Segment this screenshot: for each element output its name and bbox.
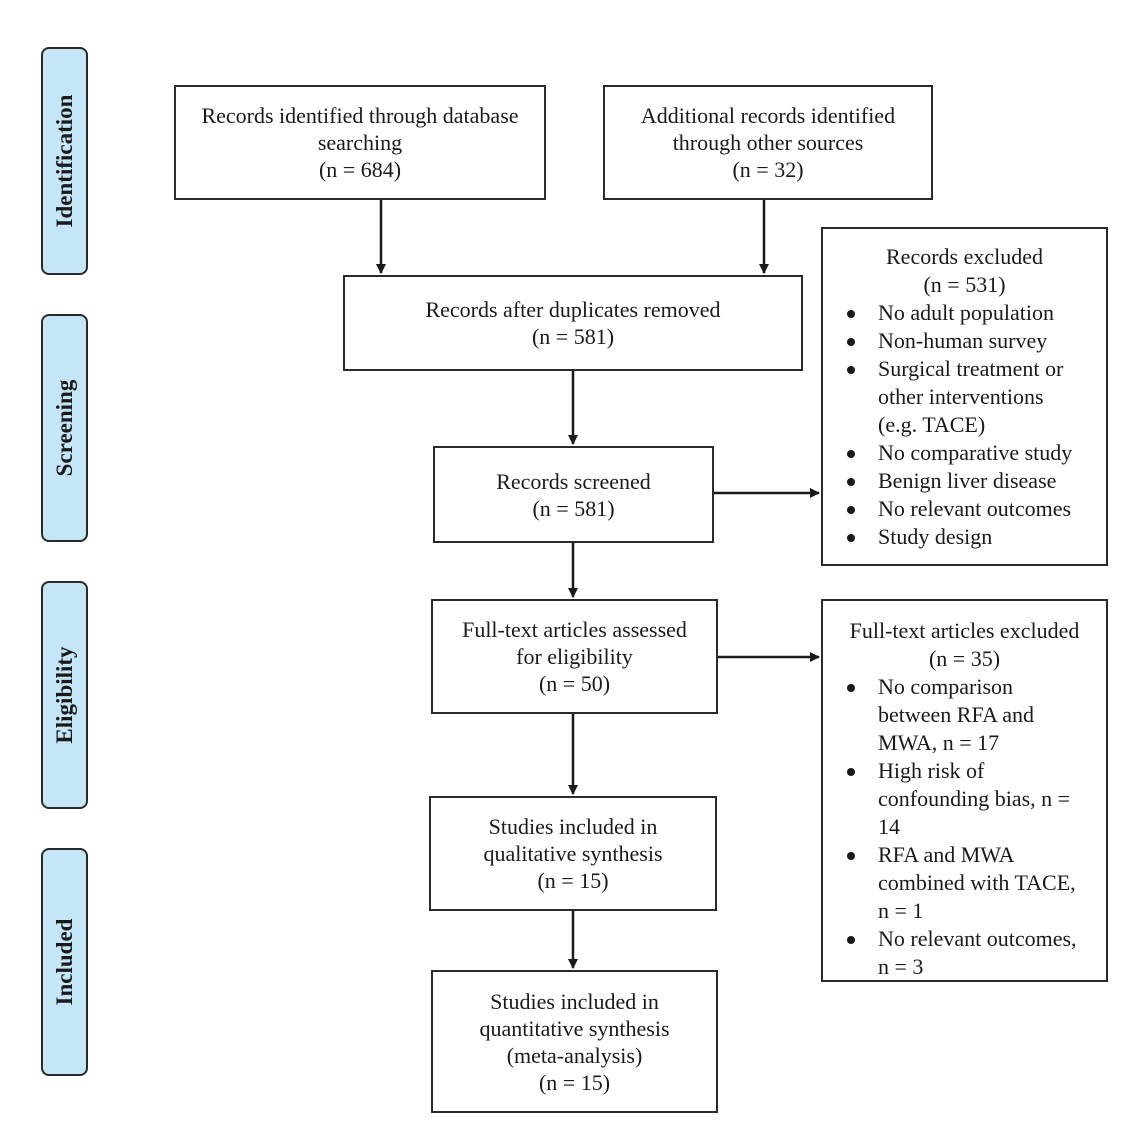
records-screened-count: (n = 581) [532,495,615,521]
bullet-icon [847,506,855,514]
phase-eligibility: Eligibility [41,581,88,809]
list-item: Study design [833,523,1106,551]
records-excluded-count: (n = 531) [923,272,1006,297]
fulltext-excluded-count: (n = 35) [928,646,1001,671]
fulltext-excluded-list: No comparison between RFA and MWA, n = 1… [823,673,1106,981]
fulltext-excluded-title: Full-text articles excluded [849,618,1080,643]
list-item-text: No comparison [878,674,1014,699]
qualitative-synthesis-line-2: qualitative synthesis [483,841,663,866]
other-sources-line-2: through other sources [672,130,864,155]
list-item-text: RFA and MWA [878,842,1015,867]
phase-screening: Screening [41,314,88,542]
records-excluded-box: Records excluded (n = 531) No adult popu… [821,227,1108,566]
bullet-icon [847,936,855,944]
bullet-icon [847,450,855,458]
bullet-icon [847,684,855,692]
quantitative-synthesis-line-2: quantitative synthesis [479,1015,670,1041]
list-item-text: No adult population [878,300,1054,325]
other-sources-box: Additional records identified through ot… [603,85,933,200]
list-item-text: other interventions [878,384,1044,409]
list-item-text: Surgical treatment or [878,356,1064,381]
other-sources-count: (n = 32) [732,157,804,182]
full-text-assessed-count: (n = 50) [538,671,611,696]
list-item-text: combined with TACE, [878,870,1076,895]
quantitative-synthesis-line-1: Studies included in [490,988,659,1014]
list-item: No relevant outcomes [833,495,1106,523]
qualitative-synthesis-line-1: Studies included in [488,814,658,839]
list-item-text: No relevant outcomes, [878,926,1077,951]
phase-identification-label: Identification [51,94,77,228]
list-item-text: n = 3 [878,954,924,979]
list-item: No comparison between RFA and MWA, n = 1… [833,673,1106,757]
database-records-line-1: Records identified through database [201,103,519,128]
bullet-icon [847,534,855,542]
list-item-text: MWA, n = 17 [878,730,1000,755]
records-excluded-title: Records excluded [886,244,1043,269]
bullet-icon [847,768,855,776]
list-item-text: (e.g. TACE) [878,412,986,437]
bullet-icon [847,478,855,486]
full-text-assessed-line-1: Full-text articles assessed [462,617,687,642]
bullet-icon [847,338,855,346]
list-item: High risk of confounding bias, n = 14 [833,757,1106,841]
phase-eligibility-label: Eligibility [51,646,77,744]
bullet-icon [847,310,855,318]
phase-included-label: Included [51,918,77,1006]
bullet-icon [847,366,855,374]
list-item: No comparative study [833,439,1106,467]
duplicates-removed-count: (n = 581) [531,324,615,349]
database-records-count: (n = 684) [318,157,402,182]
list-item: Benign liver disease [833,467,1106,495]
list-item-text: No relevant outcomes [878,496,1072,521]
list-item: No relevant outcomes, n = 3 [833,925,1106,981]
list-item: Non-human survey [833,327,1106,355]
quantitative-synthesis-box: Studies included in quantitative synthes… [431,970,718,1113]
list-item-text: between RFA and [878,702,1035,727]
phase-included: Included [41,848,88,1076]
list-item-text: Benign liver disease [878,468,1057,493]
list-item-text: High risk of [878,758,985,783]
full-text-assessed-line-2: for eligibility [516,644,633,669]
records-screened-label: Records screened [496,468,651,494]
list-item-text: Non-human survey [878,328,1048,353]
other-sources-line-1: Additional records identified [640,103,896,128]
phase-screening-label: Screening [51,379,77,477]
duplicates-removed-box: Records after duplicates removed (n = 58… [343,275,803,371]
records-screened-box: Records screened (n = 581) [433,446,714,543]
list-item-text: 14 [878,814,900,839]
phase-identification: Identification [41,47,88,275]
bullet-icon [847,852,855,860]
fulltext-excluded-box: Full-text articles excluded (n = 35) No … [821,599,1108,982]
list-item-text: No comparative study [878,440,1073,465]
qualitative-synthesis-count: (n = 15) [537,868,609,893]
list-item: RFA and MWA combined with TACE, n = 1 [833,841,1106,925]
quantitative-synthesis-line-3: (meta-analysis) [506,1042,643,1068]
records-excluded-list: No adult population Non-human survey Sur… [823,299,1106,551]
qualitative-synthesis-box: Studies included in qualitative synthesi… [429,796,717,911]
full-text-assessed-box: Full-text articles assessed for eligibil… [431,599,718,714]
database-records-box: Records identified through database sear… [174,85,546,200]
list-item-text: Study design [878,524,993,549]
quantitative-synthesis-count: (n = 15) [538,1069,611,1095]
list-item: No adult population [833,299,1106,327]
list-item-text: confounding bias, n = [878,786,1071,811]
list-item-text: n = 1 [878,898,924,923]
database-records-line-2: searching [317,130,403,155]
list-item: Surgical treatment or other intervention… [833,355,1106,439]
duplicates-removed-label: Records after duplicates removed [425,297,721,322]
